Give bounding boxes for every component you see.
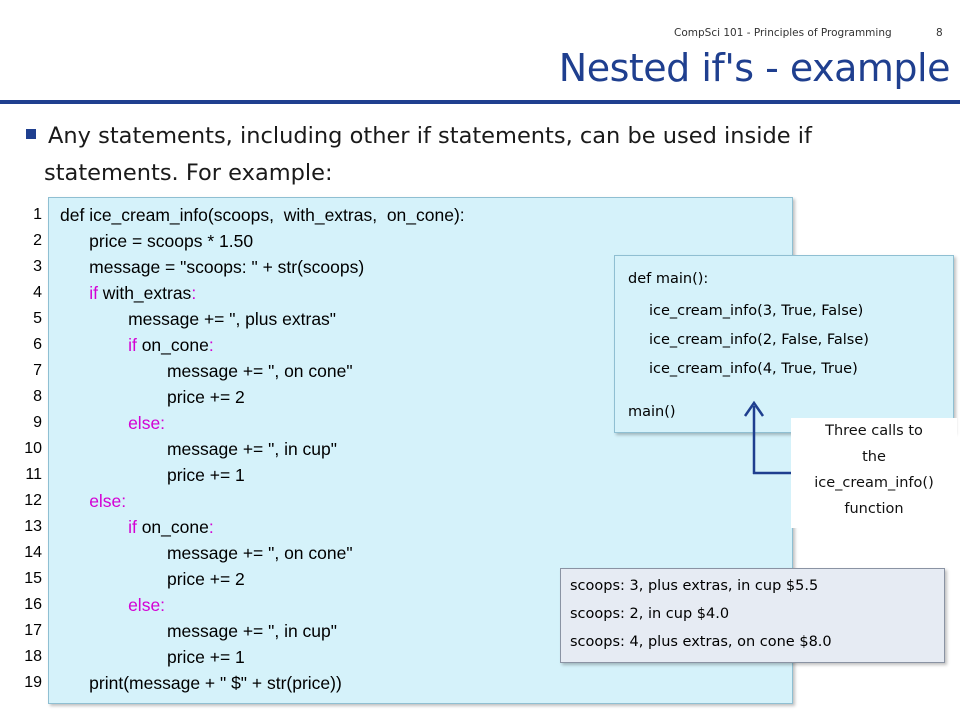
code-line: if on_cone:: [60, 514, 465, 540]
code-text: with_extras: [97, 283, 192, 303]
main-invocation: main(): [628, 404, 676, 420]
code-line: message += ", plus extras": [60, 306, 465, 332]
line-number: 11: [25, 466, 42, 483]
main-call-line-1: ice_cream_info(3, True, False): [649, 303, 864, 319]
code-line: price += 2: [60, 566, 465, 592]
code-text: on_cone: [136, 335, 209, 355]
line-number: 19: [24, 674, 42, 691]
code-line: print(message + " $" + str(price)): [60, 670, 465, 696]
main-function-panel: def main(): ice_cream_info(3, True, Fals…: [614, 255, 954, 433]
code-text: price += 2: [60, 387, 245, 407]
code-text: price += 1: [60, 465, 245, 485]
program-output-panel: scoops: 3, plus extras, in cup $5.5 scoo…: [560, 568, 945, 663]
line-number: 9: [33, 414, 42, 431]
main-call-line-3: ice_cream_info(4, True, True): [649, 361, 858, 377]
course-header: CompSci 101 - Principles of Programming: [674, 27, 892, 39]
code-text: price += 2: [60, 569, 245, 589]
code-keyword: :: [208, 335, 214, 355]
square-bullet-icon: [26, 129, 36, 139]
code-keyword: if: [89, 283, 98, 303]
code-line: else:: [60, 488, 465, 514]
line-number: 6: [33, 336, 42, 353]
output-line-1: scoops: 3, plus extras, in cup $5.5: [570, 578, 819, 594]
line-number: 3: [33, 258, 42, 275]
callout-note: Three calls to the ice_cream_info() func…: [791, 418, 957, 528]
page-number: 8: [936, 27, 943, 39]
code-line: price += 1: [60, 462, 465, 488]
bullet-text-line2: statements. For example:: [44, 160, 333, 186]
line-number: 8: [33, 388, 42, 405]
code-text: [60, 283, 89, 303]
code-text: message = "scoops: " + str(scoops): [60, 257, 365, 277]
code-line: message += ", on cone": [60, 540, 465, 566]
output-line-3: scoops: 4, plus extras, on cone $8.0: [570, 634, 832, 650]
code-keyword: else:: [89, 491, 127, 511]
code-keyword: :: [191, 283, 197, 303]
callout-line-1: Three calls to: [825, 423, 923, 439]
code-line: price = scoops * 1.50: [60, 228, 465, 254]
line-number: 5: [33, 310, 42, 327]
code-keyword: if: [128, 517, 137, 537]
line-number: 12: [24, 492, 42, 509]
line-number: 2: [33, 232, 42, 249]
line-number: 10: [24, 440, 42, 457]
line-number: 17: [24, 622, 42, 639]
code-line: def ice_cream_info(scoops, with_extras, …: [60, 202, 465, 228]
code-line: else:: [60, 592, 465, 618]
code-text: price = scoops * 1.50: [60, 231, 254, 251]
code-text: message += ", in cup": [60, 621, 337, 641]
line-number: 1: [33, 206, 42, 223]
code-line: else:: [60, 410, 465, 436]
line-number: 18: [24, 648, 42, 665]
code-text: [60, 595, 128, 615]
output-line-2: scoops: 2, in cup $4.0: [570, 606, 730, 622]
code-text: print(message + " $" + str(price)): [60, 673, 342, 693]
code-line: price += 1: [60, 644, 465, 670]
callout-line-4: function: [844, 501, 904, 517]
code-text: message += ", in cup": [60, 439, 337, 459]
code-text: price += 1: [60, 647, 245, 667]
line-number: 15: [24, 570, 42, 587]
code-line: if with_extras:: [60, 280, 465, 306]
code-keyword: else:: [128, 595, 166, 615]
code-text: message += ", on cone": [60, 543, 353, 563]
code-text: [60, 413, 128, 433]
line-number: 7: [33, 362, 42, 379]
bullet-text-line1: Any statements, including other if state…: [48, 123, 812, 149]
line-number: 13: [24, 518, 42, 535]
line-number: 16: [24, 596, 42, 613]
code-text: [60, 335, 128, 355]
code-line: message = "scoops: " + str(scoops): [60, 254, 465, 280]
code-keyword: else:: [128, 413, 166, 433]
main-def-line: def main():: [628, 271, 709, 287]
callout-line-3: ice_cream_info(): [814, 475, 934, 491]
code-text: message += ", on cone": [60, 361, 353, 381]
code-keyword: if: [128, 335, 137, 355]
bullet-point: Any statements, including other if state…: [26, 118, 951, 192]
code-text: message += ", plus extras": [60, 309, 337, 329]
code-line: if on_cone:: [60, 332, 465, 358]
code-text: def ice_cream_info(scoops, with_extras, …: [60, 205, 465, 225]
code-line: price += 2: [60, 384, 465, 410]
code-text: [60, 517, 128, 537]
line-number: 4: [33, 284, 42, 301]
code-text: [60, 491, 89, 511]
callout-line-2: the: [862, 449, 886, 465]
code-line: message += ", in cup": [60, 618, 465, 644]
title-divider: [0, 100, 960, 104]
code-listing: def ice_cream_info(scoops, with_extras, …: [60, 202, 465, 696]
main-call-line-2: ice_cream_info(2, False, False): [649, 332, 869, 348]
code-line: message += ", in cup": [60, 436, 465, 462]
code-line: message += ", on cone": [60, 358, 465, 384]
code-text: on_cone: [136, 517, 209, 537]
code-keyword: :: [208, 517, 214, 537]
slide-title: Nested if's - example: [558, 46, 951, 90]
line-number: 14: [24, 544, 42, 561]
